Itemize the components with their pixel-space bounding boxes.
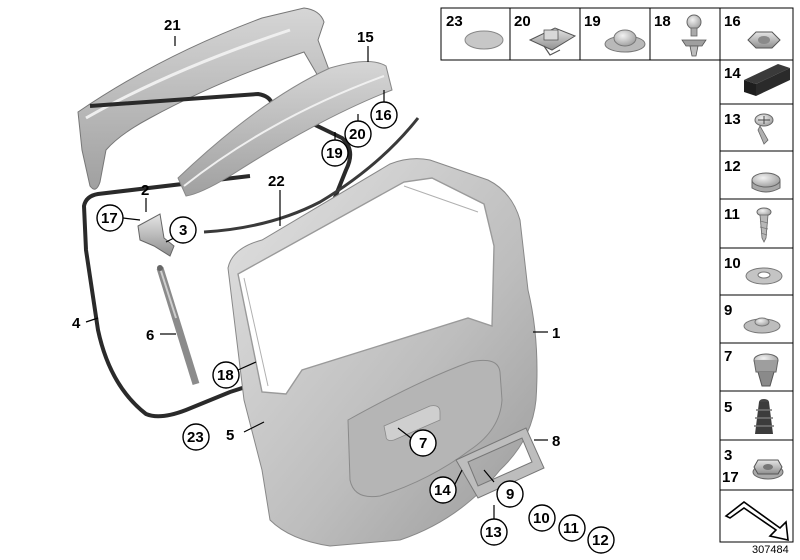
cell-label-11: 11 [724,206,740,223]
cell-13: 13 [724,111,774,145]
callout-circle-18 [212,361,240,389]
dome-cap-icon [604,29,646,53]
cell-11: 11 [724,206,772,243]
callout-circle-12 [587,526,615,554]
roof-spoiler-15 [177,61,393,197]
diagram-id: 307484 [752,544,789,556]
callout-circle-11 [558,514,586,542]
hex-nut-icon [747,31,781,49]
bracket-symbol-icon [724,501,789,542]
callout-circle-7 [409,429,437,457]
cell-23: 23 [446,13,504,50]
tapping-screw-icon [756,207,772,243]
cell-3-17: 3 17 [722,447,784,486]
leader-lines [85,36,548,520]
screw-icon [754,113,774,145]
top-row-grid [440,7,794,61]
cell-7: 7 [724,348,779,387]
rubber-buffer-icon [753,353,779,387]
callout-14: 14 [434,482,451,499]
cell-symbol [724,501,789,542]
callout-circle-14 [429,476,457,504]
cell-label-13: 13 [724,111,741,128]
cell-label-5: 5 [724,399,732,416]
cell-16: 16 [724,13,781,49]
callout-6: 6 [146,327,154,344]
cell-label-7: 7 [724,348,732,365]
callout-3: 3 [179,222,187,239]
callout-23: 23 [187,429,204,446]
cell-12: 12 [724,158,781,193]
callout-7: 7 [419,435,427,452]
right-column-grid [719,59,794,543]
callout-11: 11 [563,520,579,537]
cell-14: 14 [724,64,790,96]
cell-label-9: 9 [724,302,732,319]
callout-5: 5 [226,427,234,444]
cell-label-14: 14 [724,65,741,82]
callout-18: 18 [217,367,234,384]
foam-block-icon [744,64,790,96]
cell-5: 5 [724,399,774,434]
callout-9: 9 [506,486,514,503]
cell-10: 10 [724,255,783,285]
callout-12: 12 [592,532,609,549]
bracket-2 [137,213,175,257]
callout-19: 19 [326,145,343,162]
flange-nut-icon [752,459,784,480]
clip-icon [528,27,577,56]
callout-circle-23 [182,423,210,451]
callout-22: 22 [268,173,285,190]
callout-4: 4 [72,315,81,332]
cell-label-16: 16 [724,13,741,30]
callout-21: 21 [164,17,181,34]
cell-label-23: 23 [446,13,463,30]
callout-circle-20 [344,120,372,148]
callout-circle-17 [96,204,124,232]
callout-1: 1 [552,325,560,342]
callout-17: 17 [101,210,118,227]
callout-20: 20 [349,126,366,143]
tailgate-1 [227,158,538,547]
callouts: 21 15 16 20 19 22 2 17 3 4 6 18 23 5 1 7… [72,17,615,554]
cell-label-3: 3 [724,447,732,464]
cell-label-19: 19 [584,13,601,30]
cell-label-12: 12 [724,158,741,175]
callout-13: 13 [485,524,502,541]
cell-label-10: 10 [724,255,741,272]
washer-icon [745,267,783,285]
callout-16: 16 [375,107,392,124]
ball-stud-icon [681,14,707,57]
callout-15: 15 [357,29,374,46]
cell-19: 19 [584,13,646,53]
callout-circle-16 [370,101,398,129]
cell-label-20: 20 [514,13,531,30]
callout-8: 8 [552,433,560,450]
callout-circle-19 [321,139,349,167]
callout-circle-3 [169,216,197,244]
callout-circle-9 [496,480,524,508]
cell-label-18: 18 [654,13,671,30]
plate-8 [455,427,545,499]
cell-label-17: 17 [722,469,739,486]
cell-9: 9 [724,302,781,334]
grommet-icon [743,317,781,334]
callout-2: 2 [141,182,149,199]
callout-circle-13 [480,518,508,546]
cell-18: 18 [654,13,707,57]
bump-stop-icon [754,399,774,434]
gas-strut-6 [156,265,200,386]
callout-circle-10 [528,504,556,532]
cell-20: 20 [514,13,577,56]
seal-strip-22 [203,117,420,234]
round-pad-icon [464,30,504,50]
callout-10: 10 [533,510,550,527]
cap-icon [751,172,781,193]
